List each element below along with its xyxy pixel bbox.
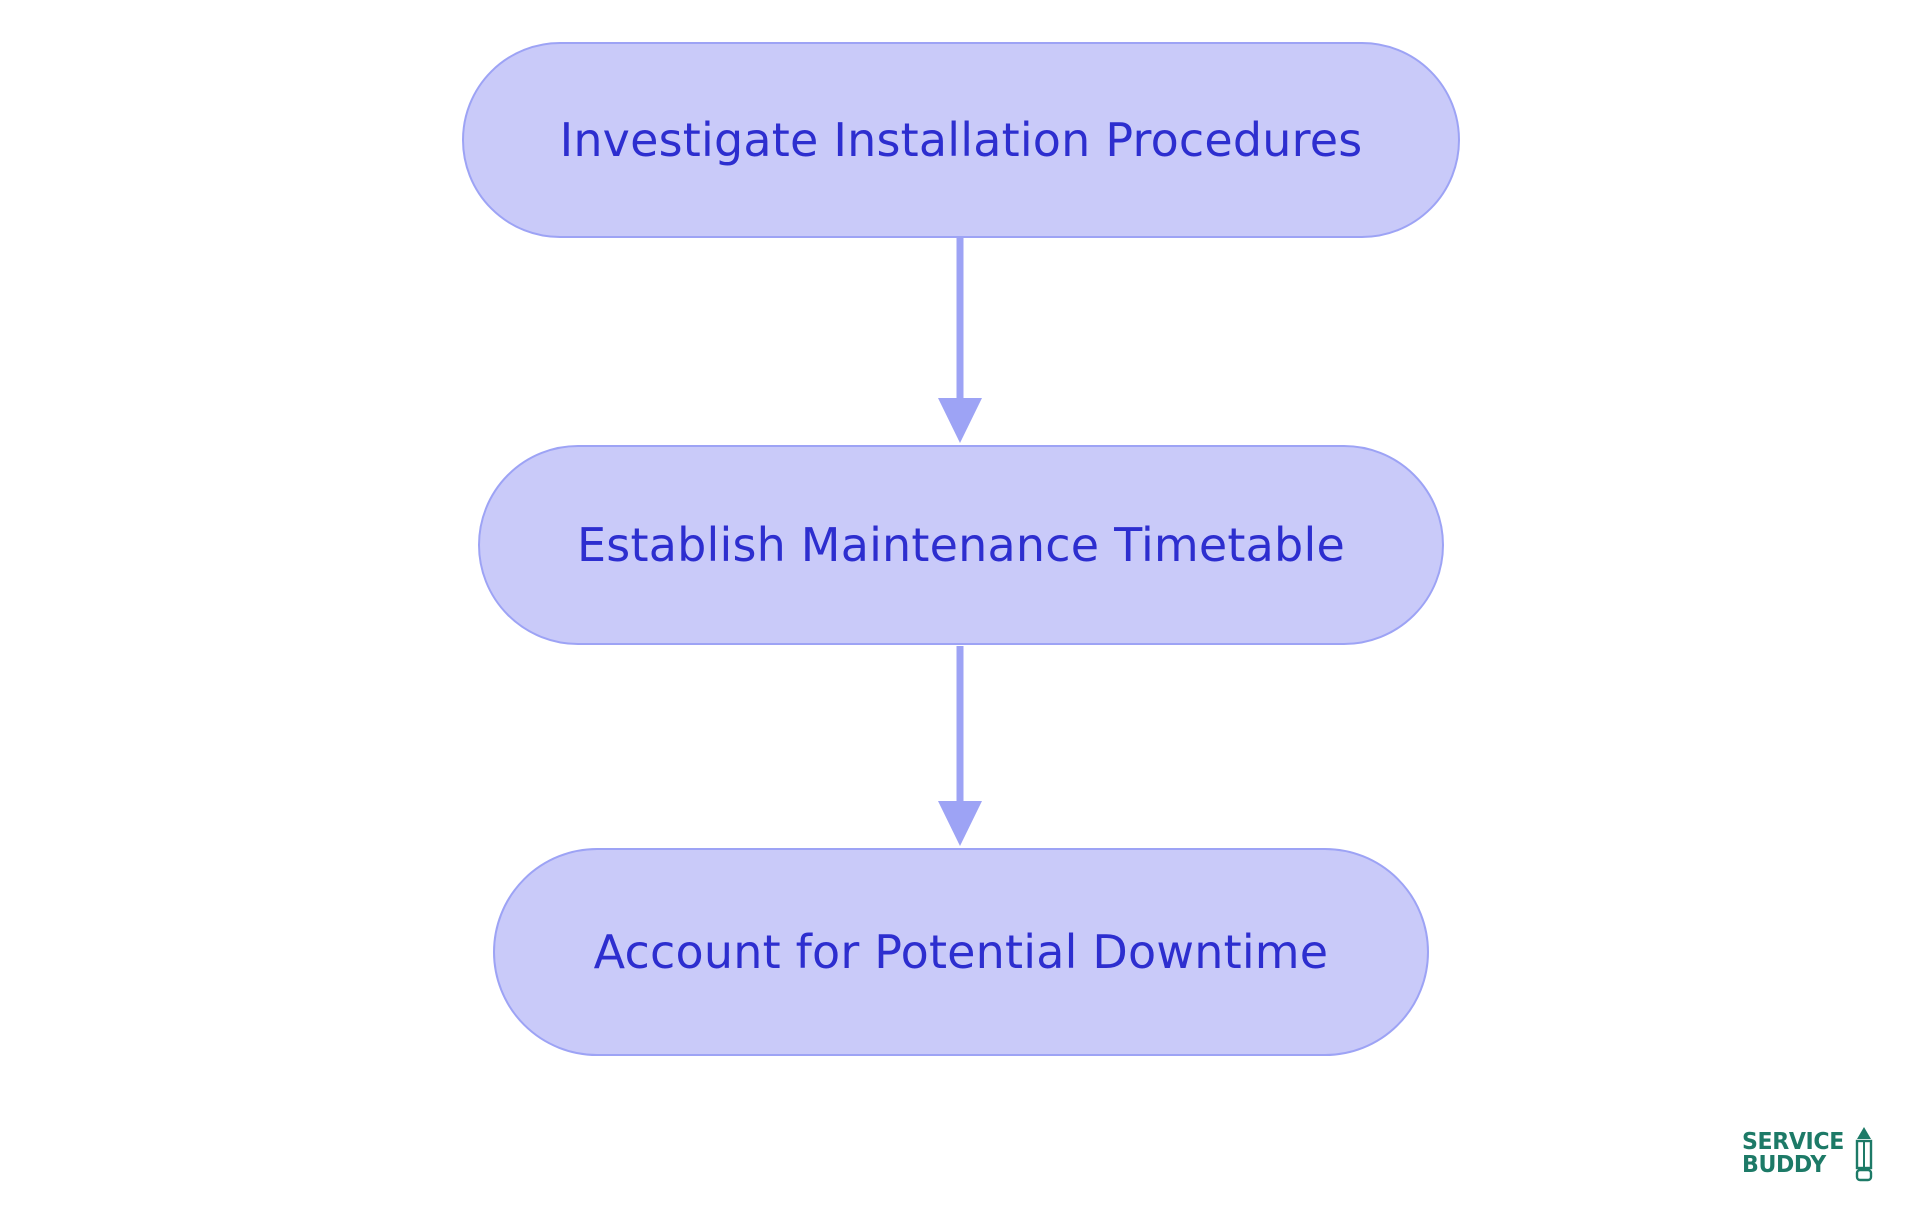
- flow-node-account-for-potential-downtime[interactable]: Account for Potential Downtime: [493, 848, 1429, 1056]
- logo-line-buddy: BUDDY: [1742, 1152, 1826, 1178]
- flow-node-label: Investigate Installation Procedures: [559, 112, 1363, 167]
- edge-node2-to-node3: [938, 646, 982, 846]
- edge-node1-to-node2: [938, 238, 982, 443]
- logo-wordmark: SERVICE BUDDY: [1742, 1131, 1848, 1176]
- logo-line-service: SERVICE: [1742, 1129, 1844, 1156]
- flow-node-label: Establish Maintenance Timetable: [577, 517, 1345, 572]
- pencil-icon: [1855, 1127, 1873, 1182]
- service-buddy-logo: SERVICE BUDDY: [1742, 1118, 1892, 1190]
- flow-node-investigate-installation-procedures[interactable]: Investigate Installation Procedures: [462, 42, 1460, 238]
- flow-node-establish-maintenance-timetable[interactable]: Establish Maintenance Timetable: [478, 445, 1444, 645]
- flow-node-label: Account for Potential Downtime: [593, 924, 1329, 979]
